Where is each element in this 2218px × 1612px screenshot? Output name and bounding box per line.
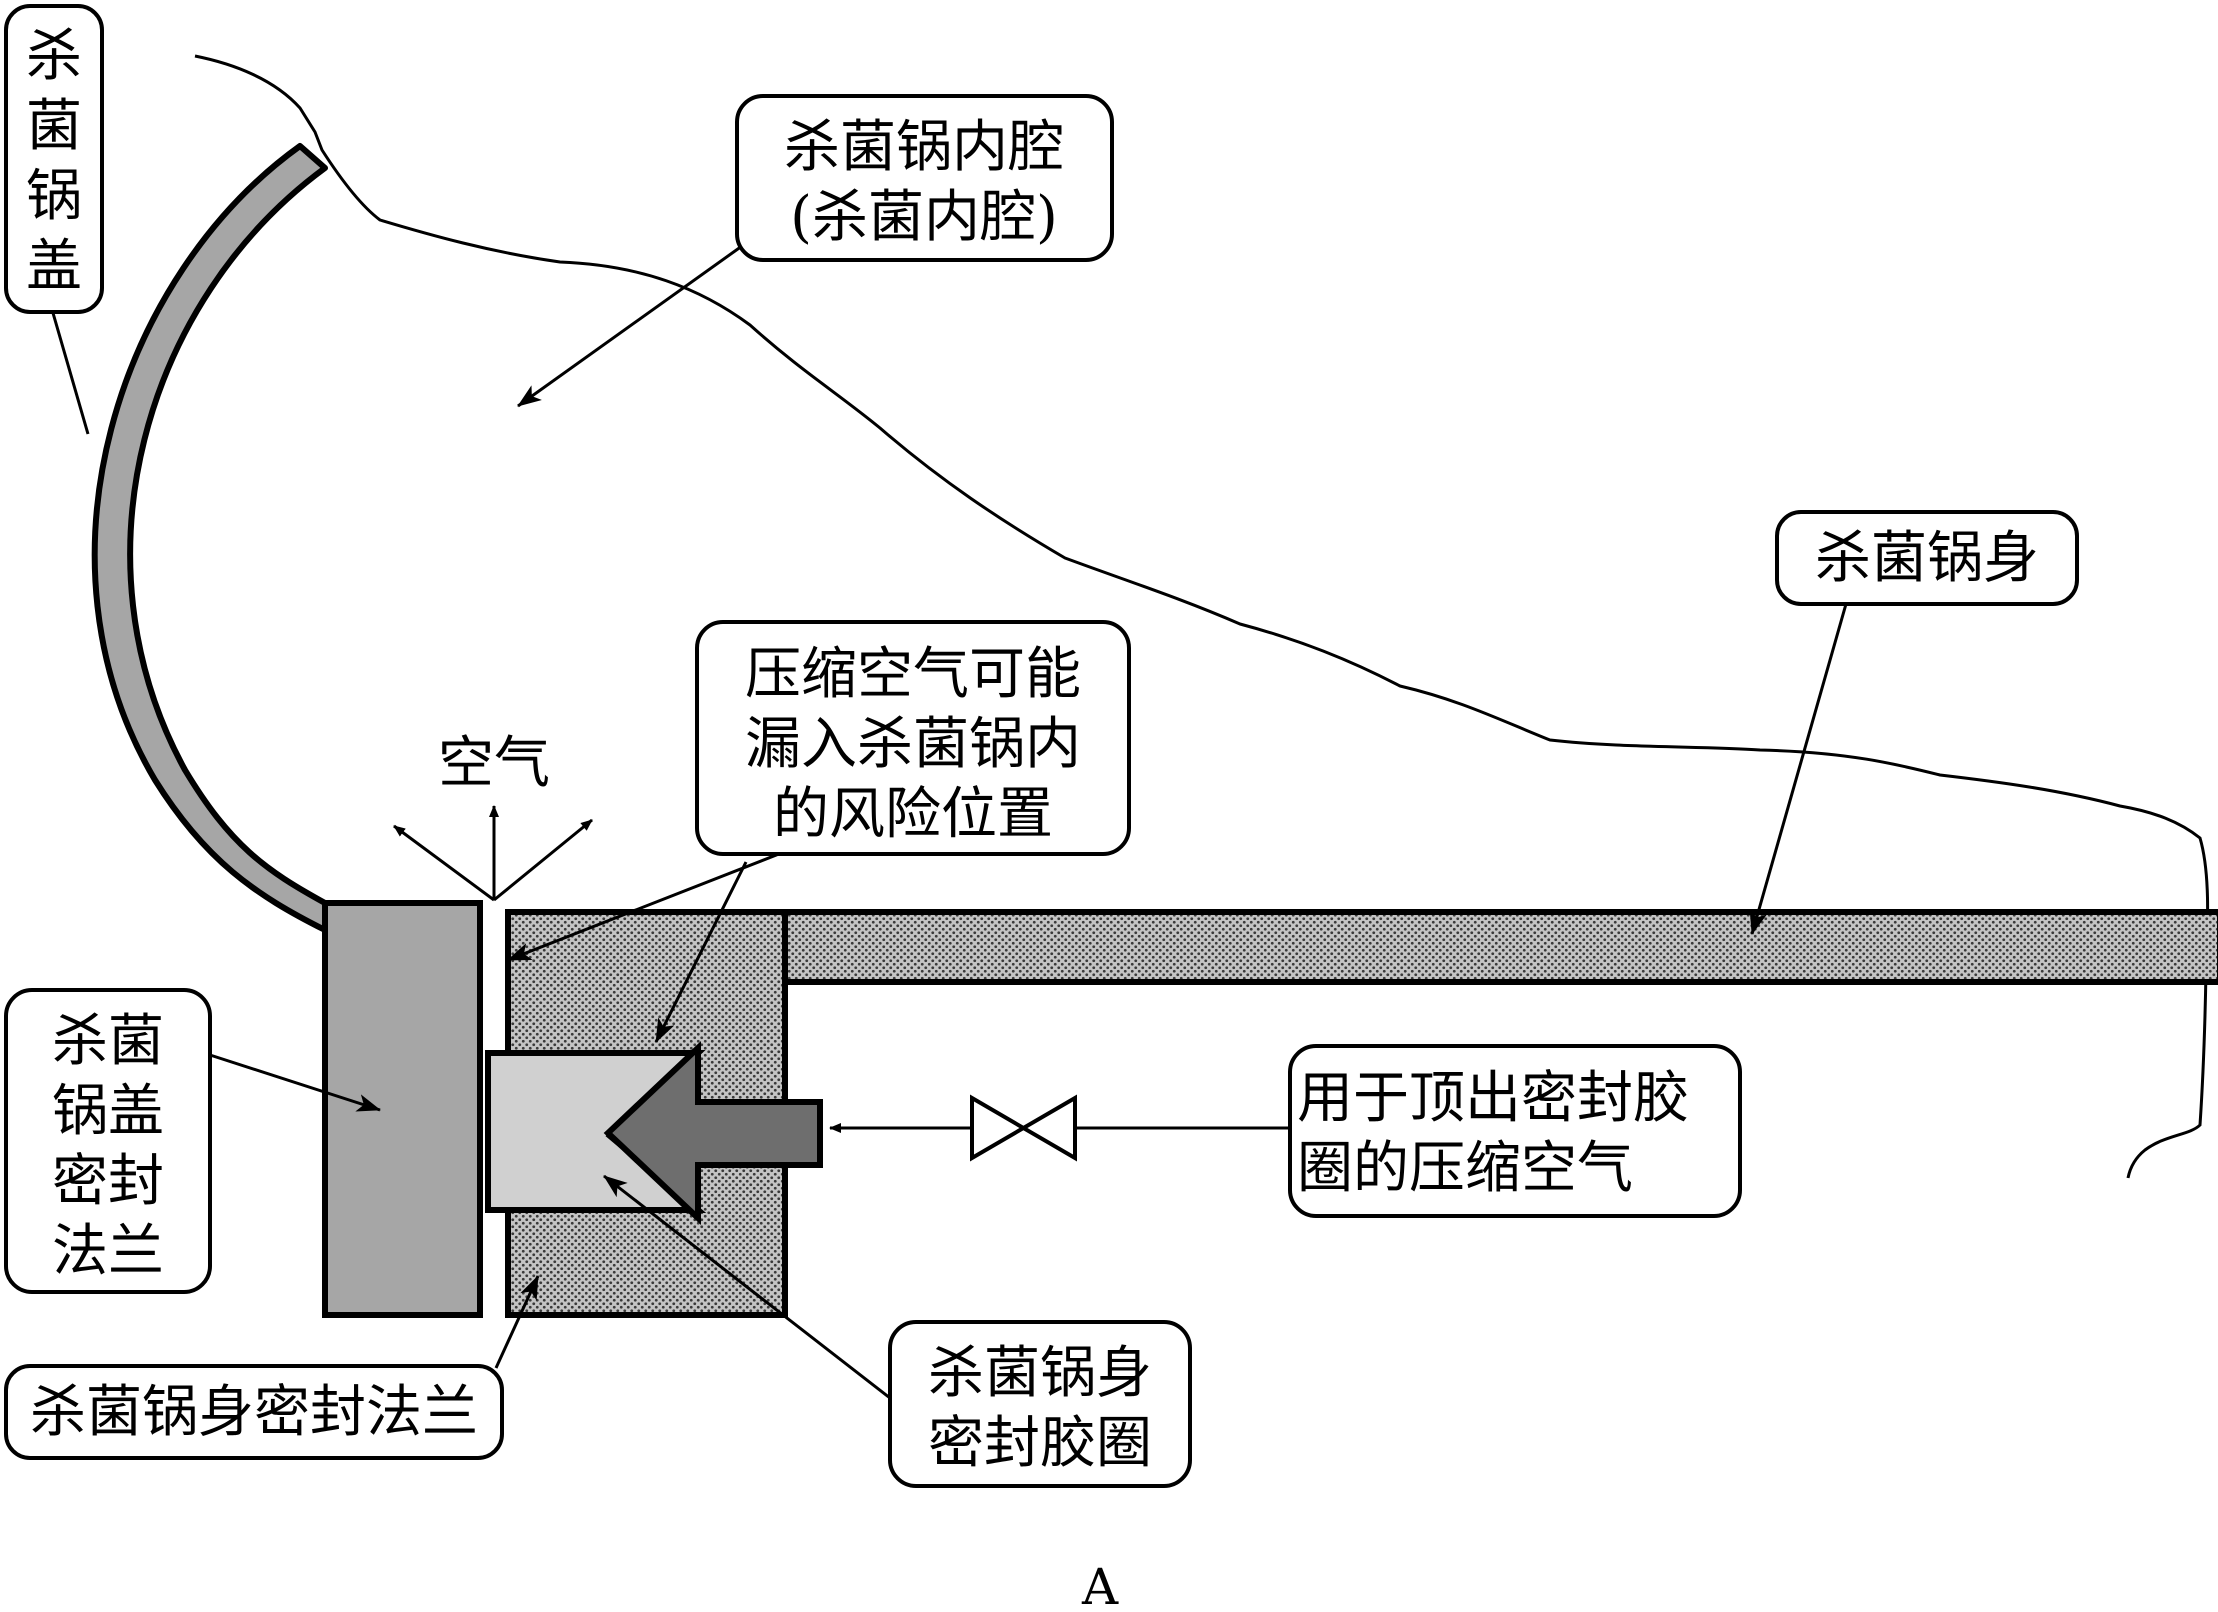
leader-risk-1	[507, 850, 785, 962]
lid-dome-outline	[194, 54, 2210, 1179]
label-risk-line-3: 的风险位置	[773, 782, 1053, 847]
label-lid-char-2: 菌	[26, 94, 82, 159]
figure-caption: A	[1081, 1558, 1119, 1612]
label-body-flange-text: 杀菌锅身密封法兰	[30, 1380, 478, 1445]
label-body-flange-box	[4, 1364, 504, 1460]
lid-curved-band	[91, 143, 328, 933]
label-risk-line-2: 漏入杀菌锅内	[745, 712, 1081, 777]
label-body-flange: 杀菌锅身密封法兰	[4, 1364, 504, 1460]
label-body-box	[1775, 510, 2079, 606]
label-compressed-air: 用于顶出密封胶 圈的压缩空气	[1288, 1044, 1742, 1218]
label-lid-char-3: 锅	[26, 164, 82, 229]
label-air: 空气	[438, 731, 550, 796]
label-inner-cavity-box	[735, 94, 1114, 262]
label-compressed-air-line-2: 圈的压缩空气	[1297, 1136, 1633, 1201]
leader-body	[1749, 603, 1848, 935]
label-lid-flange-line-4: 法兰	[52, 1219, 164, 1284]
label-compressed-air-line-1: 用于顶出密封胶	[1297, 1066, 1689, 1131]
leader-lid-flange	[209, 1053, 381, 1112]
label-lid-flange-line-1: 杀菌	[52, 1009, 164, 1074]
label-body: 杀菌锅身	[1775, 510, 2079, 606]
compressed-air-piston-arrow	[603, 1041, 823, 1225]
label-risk-location-box	[695, 620, 1131, 856]
label-risk-location: 压缩空气可能 漏入杀菌锅内 的风险位置	[695, 620, 1131, 856]
air-arrow-left	[393, 824, 495, 902]
leader-gasket	[603, 1174, 891, 1400]
label-gasket-line-2: 密封胶圈	[928, 1411, 1152, 1476]
air-arrow-right	[493, 818, 593, 902]
leader-risk-2	[654, 861, 748, 1043]
label-body-text: 杀菌锅身	[1815, 526, 2039, 591]
label-lid-flange-line-2: 锅盖	[52, 1079, 164, 1144]
label-risk-line-1: 压缩空气可能	[745, 642, 1081, 707]
label-inner-cavity: 杀菌锅内腔 (杀菌内腔)	[735, 94, 1114, 262]
bowtie-valve-icon	[970, 1094, 1077, 1162]
label-lid-box	[4, 4, 104, 314]
body-wall	[782, 909, 2218, 985]
label-lid-flange: 杀菌 锅盖 密封 法兰	[4, 988, 212, 1294]
label-lid-flange-box	[4, 988, 212, 1294]
leader-body-flange	[494, 1275, 540, 1369]
label-gasket-box	[888, 1320, 1192, 1488]
label-inner-cavity-line-2: (杀菌内腔)	[790, 185, 1058, 250]
label-lid: 杀 菌 锅 盖	[4, 4, 104, 314]
label-lid-char-4: 盖	[26, 234, 82, 299]
label-lid-flange-line-3: 密封	[52, 1149, 164, 1214]
label-gasket: 杀菌锅身 密封胶圈	[888, 1320, 1192, 1488]
label-lid-char-1: 杀	[26, 24, 82, 89]
leader-inner-cavity	[517, 244, 743, 408]
leader-lid	[51, 312, 90, 435]
lid-sealing-flange	[322, 900, 483, 1318]
label-gasket-line-1: 杀菌锅身	[928, 1341, 1152, 1406]
label-compressed-air-box	[1288, 1044, 1742, 1218]
label-inner-cavity-line-1: 杀菌锅内腔	[784, 115, 1064, 180]
